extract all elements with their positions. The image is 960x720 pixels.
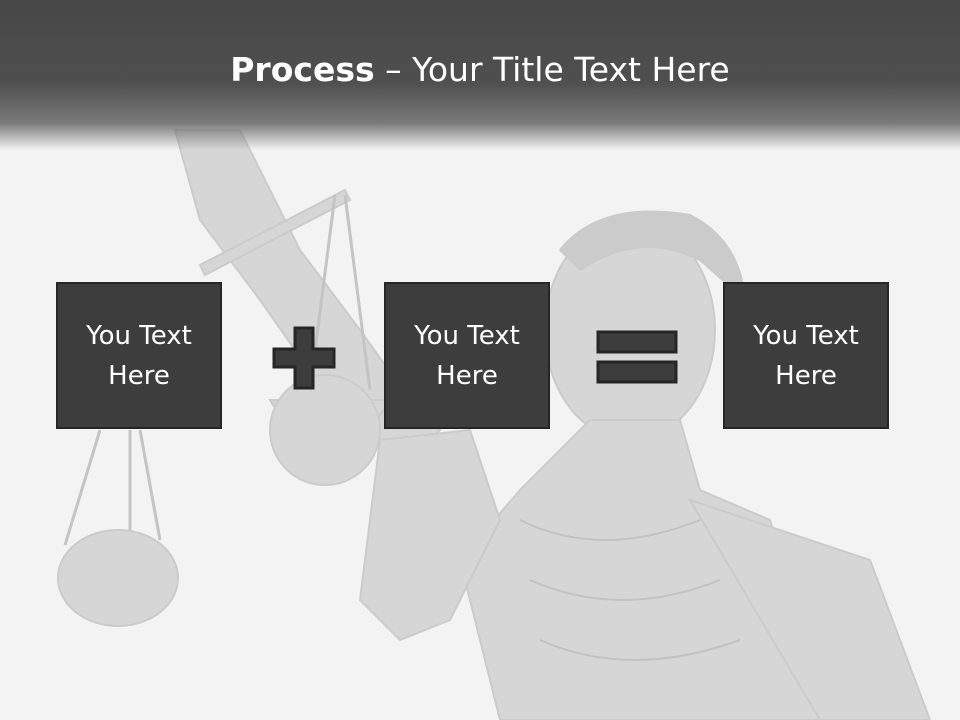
process-box-1-text: You Text Here bbox=[86, 320, 192, 391]
title-rest: – Your Title Text Here bbox=[374, 50, 730, 89]
plus-icon bbox=[272, 326, 336, 390]
process-box-3-text: You Text Here bbox=[753, 320, 859, 391]
slide-title: Process – Your Title Text Here bbox=[0, 50, 960, 89]
equals-icon bbox=[596, 330, 678, 384]
process-box-2-text: You Text Here bbox=[414, 320, 520, 391]
process-box-1[interactable]: You Text Here bbox=[56, 282, 222, 429]
process-box-2[interactable]: You Text Here bbox=[384, 282, 550, 429]
title-bold: Process bbox=[230, 50, 375, 89]
title-bar bbox=[0, 0, 960, 150]
process-box-3[interactable]: You Text Here bbox=[723, 282, 889, 429]
